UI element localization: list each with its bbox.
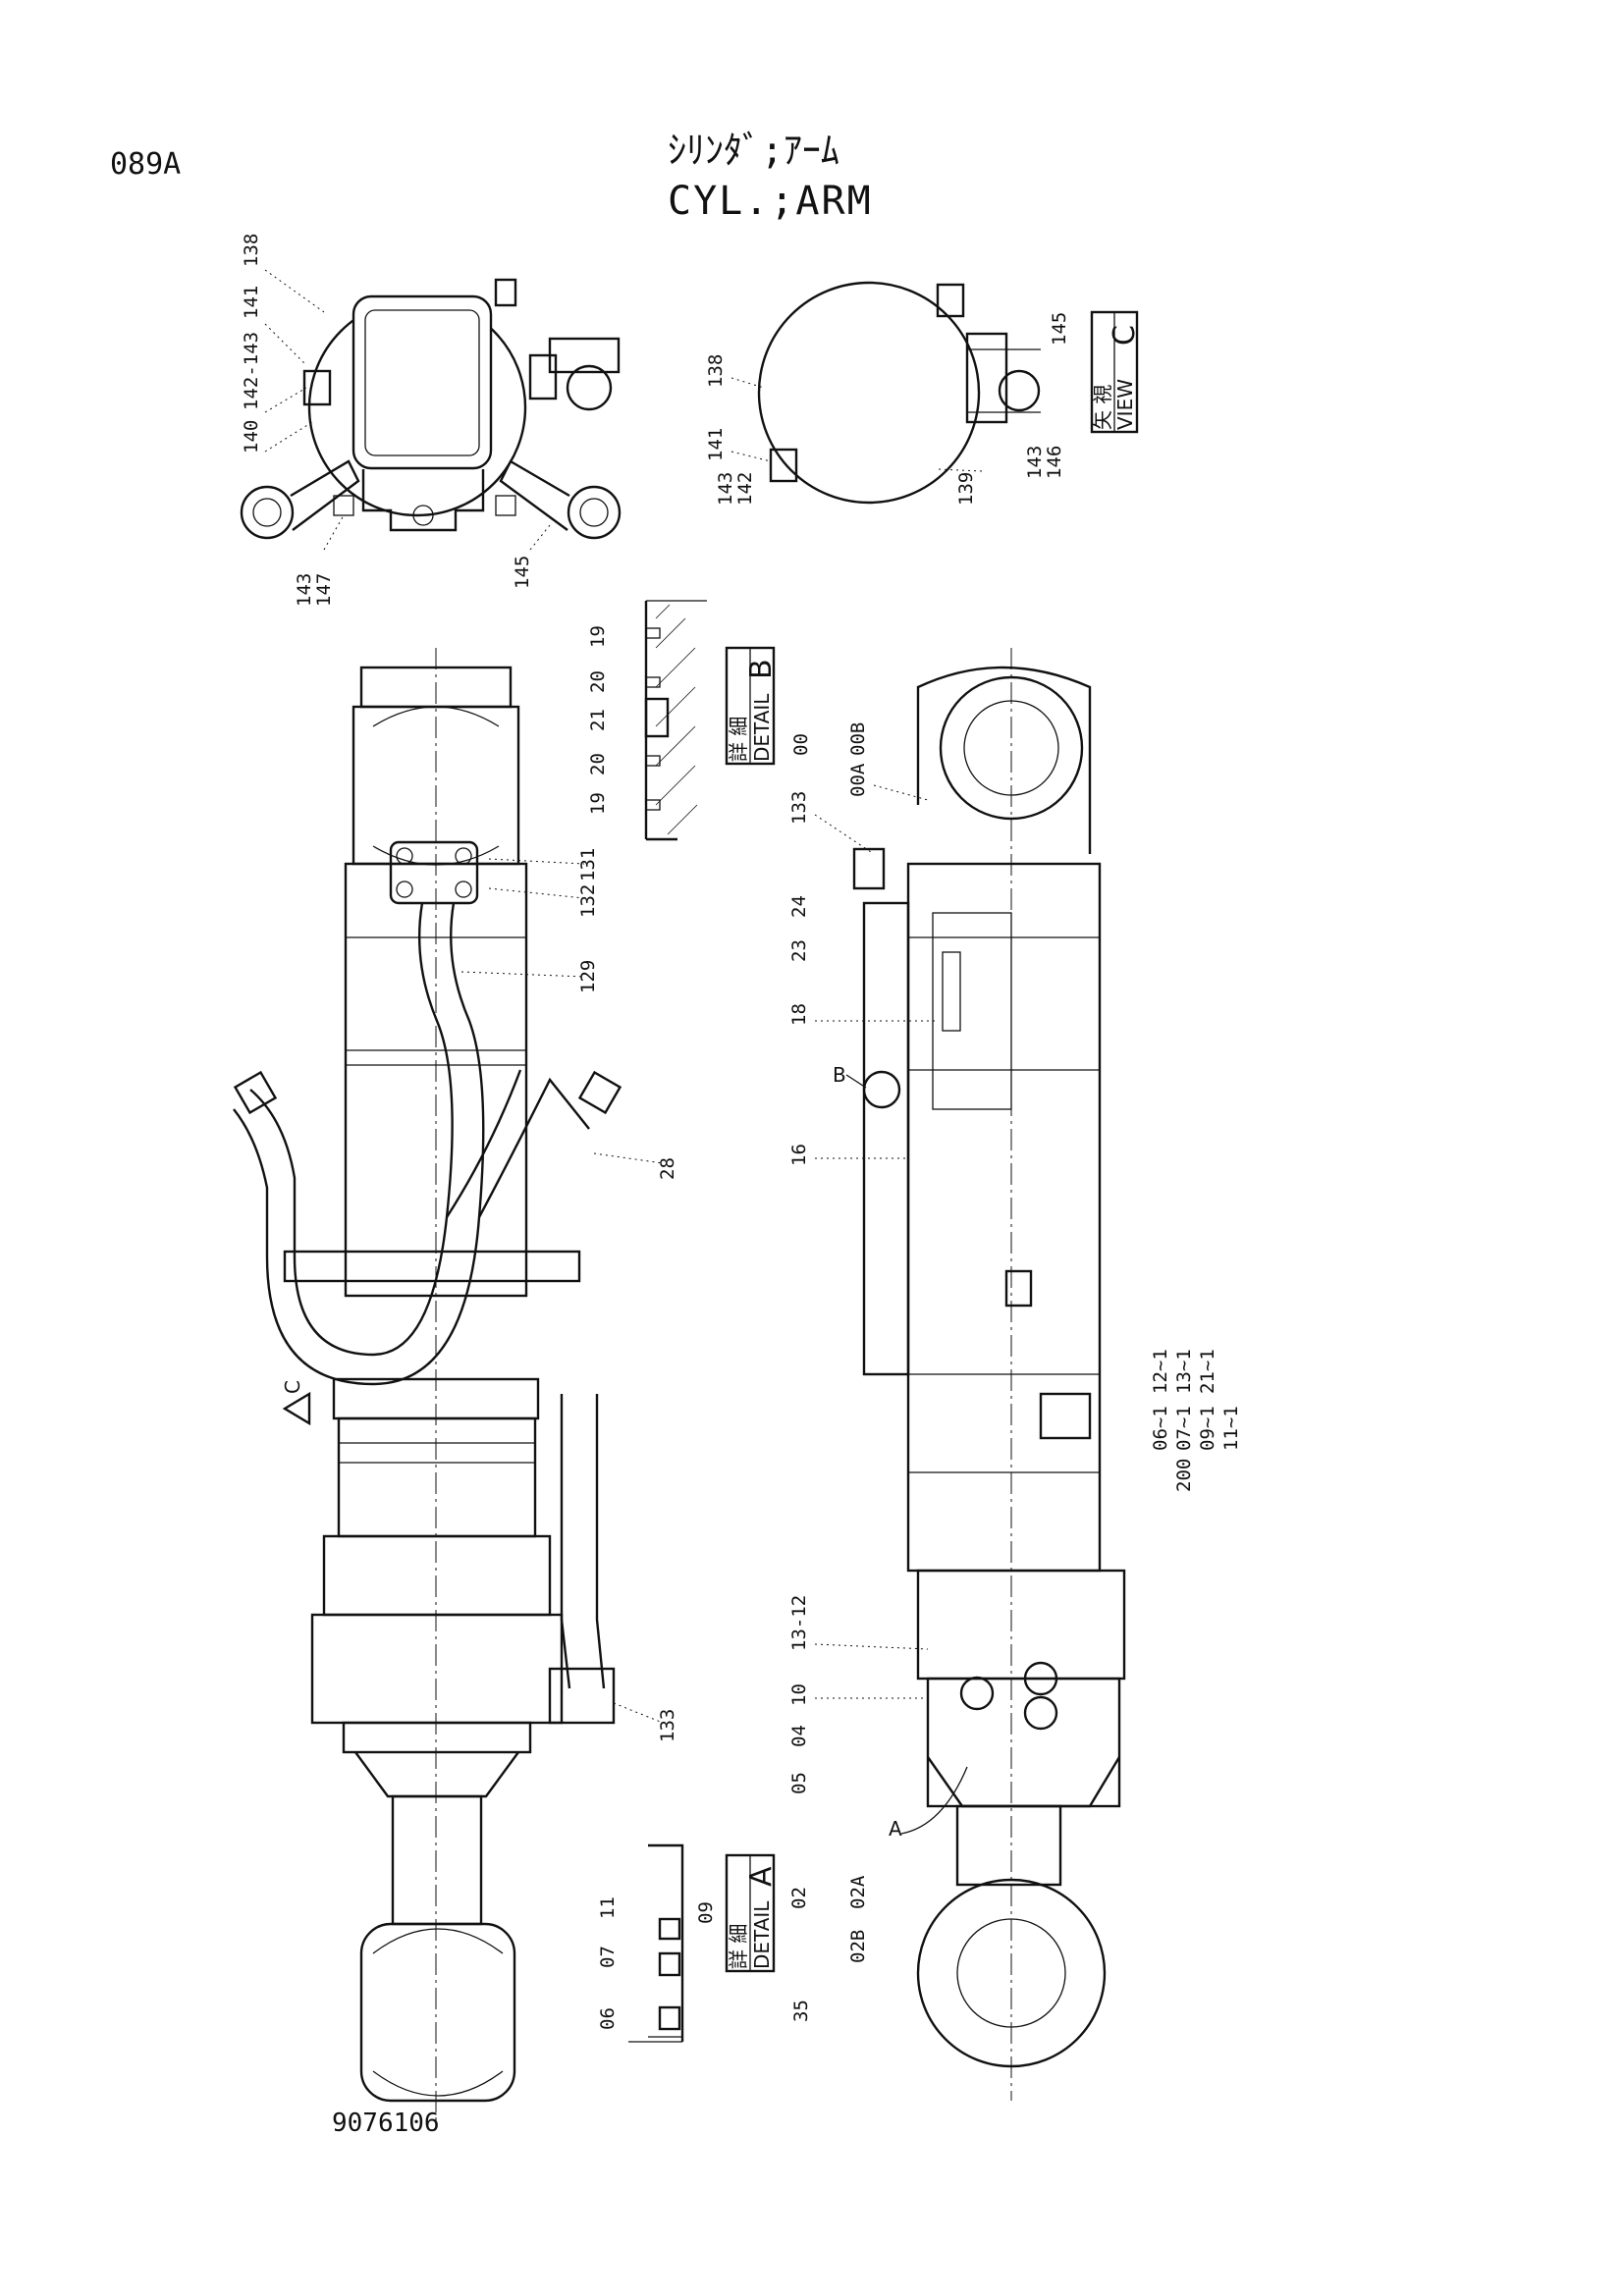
end-view-callouts: 138 141 142-143 140 143 147 145 bbox=[241, 234, 551, 607]
callout-21-1: 21~1 bbox=[1197, 1349, 1218, 1394]
detail-a-callouts: 09 11 07 06 bbox=[597, 1896, 717, 2030]
callout-146: 146 bbox=[1044, 446, 1065, 479]
title-japanese: ｼﾘﾝﾀﾞ;ｱｰﾑ bbox=[668, 129, 839, 172]
callout-35: 35 bbox=[790, 2000, 812, 2022]
front-view-callouts: 131 132 129 28 133 bbox=[460, 848, 678, 1742]
document-number: 9076106 bbox=[332, 2109, 440, 2138]
callout-02: 02 bbox=[788, 1887, 810, 1909]
callout-28: 28 bbox=[657, 1157, 678, 1180]
callout-143: 143 bbox=[1024, 446, 1046, 479]
callout-21: 21 bbox=[587, 709, 609, 731]
callout-132: 132 bbox=[577, 884, 599, 918]
detail-b-letter: B bbox=[744, 659, 779, 679]
callout-00: 00 bbox=[790, 733, 812, 756]
callout-11: 11 bbox=[597, 1896, 619, 1919]
callout-141: 141 bbox=[705, 428, 727, 461]
callout-00A: 00A bbox=[847, 763, 869, 797]
side-view-cylinder bbox=[852, 648, 1126, 2101]
seal-kit-callouts: 12~1 13~1 21~1 06~1 07~1 09~1 11~1 200 bbox=[1150, 1349, 1242, 1492]
callout-06-1: 06~1 bbox=[1150, 1406, 1171, 1451]
callout-141: 141 bbox=[241, 286, 262, 319]
callout-23: 23 bbox=[788, 939, 810, 962]
detail-b-drawing bbox=[644, 600, 707, 841]
view-c-callouts: 138 141 143 142 139 143 146 145 bbox=[705, 312, 1070, 506]
callout-24: 24 bbox=[788, 895, 810, 918]
callout-02A: 02A bbox=[847, 1875, 869, 1909]
front-view-cylinder bbox=[233, 648, 622, 2120]
callout-20: 20 bbox=[587, 753, 609, 775]
view-arrow-letter: C bbox=[281, 1380, 304, 1394]
callout-05: 05 bbox=[788, 1772, 810, 1794]
callout-12-1: 12~1 bbox=[1150, 1349, 1171, 1394]
detail-b-box-jp: 詳 細 bbox=[727, 717, 750, 762]
detail-a-letter: A bbox=[744, 1866, 779, 1887]
page-code: 089A bbox=[110, 147, 182, 182]
callout-19: 19 bbox=[587, 792, 609, 815]
side-view-callouts: 00 00B 00A 133 24 23 18 16 13-12 10 04 0… bbox=[788, 722, 968, 2022]
detail-b-callouts: 19 20 21 20 19 bbox=[587, 625, 609, 815]
callout-138: 138 bbox=[705, 354, 727, 388]
view-c-letter: C bbox=[1108, 325, 1142, 346]
callout-131: 131 bbox=[577, 848, 599, 881]
detail-a-drawing bbox=[628, 1843, 684, 2043]
view-c-box-en: VIEW bbox=[1113, 379, 1137, 430]
callout-04: 04 bbox=[788, 1725, 810, 1747]
callout-145: 145 bbox=[512, 556, 533, 589]
callout-143: 143 bbox=[715, 472, 736, 506]
callout-133: 133 bbox=[657, 1709, 678, 1742]
callout-138: 138 bbox=[241, 234, 262, 267]
callout-11-1: 11~1 bbox=[1220, 1406, 1242, 1451]
callout-145: 145 bbox=[1049, 312, 1070, 346]
marker-a: A bbox=[889, 1817, 902, 1841]
callout-16: 16 bbox=[788, 1144, 810, 1166]
callout-142: 142 bbox=[734, 472, 756, 506]
view-c-box-jp: 矢 視 bbox=[1091, 385, 1114, 430]
detail-b-box-en: DETAIL bbox=[750, 693, 774, 762]
callout-139: 139 bbox=[955, 472, 977, 506]
view-c-drawing bbox=[757, 281, 1041, 505]
callout-142-143: 142-143 bbox=[241, 332, 262, 410]
callout-06: 06 bbox=[597, 2007, 619, 2030]
callout-09: 09 bbox=[695, 1901, 717, 1924]
callout-13-1: 13~1 bbox=[1173, 1349, 1195, 1394]
callout-19: 19 bbox=[587, 625, 609, 648]
callout-07-1: 07~1 bbox=[1173, 1406, 1195, 1451]
callout-18: 18 bbox=[788, 1003, 810, 1026]
callout-129: 129 bbox=[577, 960, 599, 993]
callout-09-1: 09~1 bbox=[1197, 1406, 1218, 1451]
callout-20: 20 bbox=[587, 670, 609, 693]
end-view bbox=[240, 278, 622, 540]
callout-02B: 02B bbox=[847, 1930, 869, 1963]
view-c-label-box: 矢 視 VIEW C bbox=[1090, 310, 1142, 434]
callout-200: 200 bbox=[1173, 1459, 1195, 1492]
detail-a-label-box: 詳 細 DETAIL A bbox=[725, 1853, 779, 1973]
callout-10: 10 bbox=[788, 1683, 810, 1706]
marker-b: B bbox=[833, 1063, 846, 1087]
callout-00B: 00B bbox=[847, 722, 869, 756]
title-english: CYL.;ARM bbox=[668, 179, 873, 224]
callout-13-12: 13-12 bbox=[788, 1595, 810, 1651]
view-c-arrow: C bbox=[281, 1380, 311, 1426]
callout-07: 07 bbox=[597, 1946, 619, 1968]
detail-a-box-jp: 詳 細 bbox=[727, 1924, 750, 1969]
detail-a-box-en: DETAIL bbox=[750, 1900, 774, 1969]
callout-147: 147 bbox=[313, 573, 335, 607]
callout-140: 140 bbox=[241, 420, 262, 454]
detail-b-label-box: 詳 細 DETAIL B bbox=[725, 646, 779, 766]
callout-133: 133 bbox=[788, 791, 810, 825]
callout-143: 143 bbox=[294, 573, 315, 607]
